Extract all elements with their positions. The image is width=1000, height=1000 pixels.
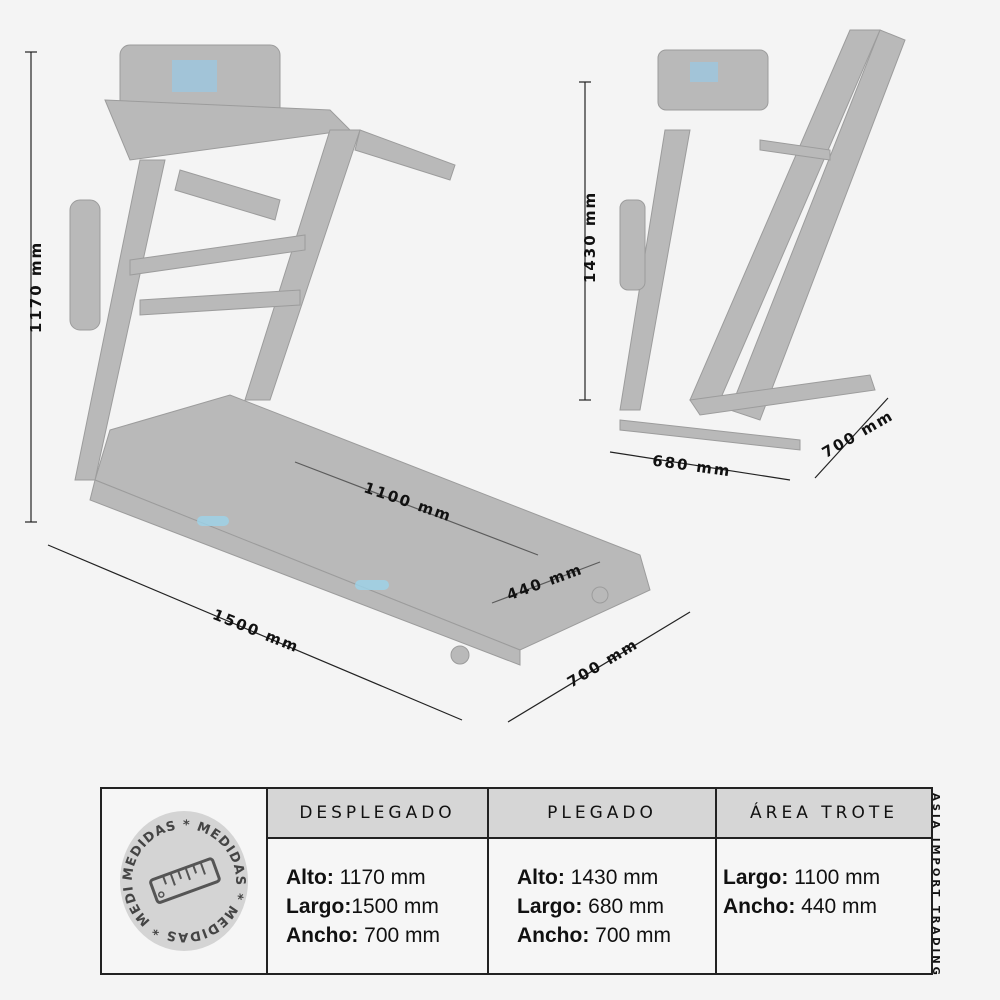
dimensions-table: MEDIDAS * MEDIDAS * MEDIDAS * MEDIDAS * … [100, 787, 933, 975]
label-folded-height: 1430 mm [581, 190, 600, 284]
dim-line-folded-width [814, 397, 889, 479]
treadmill-illustration [25, 29, 906, 723]
row-ancho: Ancho: 440 mm [723, 895, 878, 918]
row-ancho: Ancho: 700 mm [286, 924, 441, 947]
ruler-icon [149, 857, 221, 904]
label-unfolded-height: 1170 mm [27, 240, 46, 334]
column-area-trote: Largo: 1100 mm Ancho: 440 mm [715, 839, 931, 973]
row-largo: Largo: 1100 mm [723, 866, 881, 889]
header-area-trote: ÁREA TROTE [715, 789, 931, 839]
row-alto: Alto: 1170 mm [286, 866, 426, 889]
dim-line-folded-length [609, 451, 791, 481]
column-desplegado: Alto: 1170 mm Largo:1500 mm Ancho: 700 m… [266, 839, 487, 973]
column-plegado: Alto: 1430 mm Largo: 680 mm Ancho: 700 m… [487, 839, 715, 973]
row-alto: Alto: 1430 mm [517, 866, 659, 889]
row-largo: Largo: 680 mm [517, 895, 665, 918]
dim-line-length [47, 544, 463, 721]
treadmill-unfolded [69, 44, 651, 666]
treadmill-folded [619, 29, 906, 451]
header-desplegado: DESPLEGADO [266, 789, 487, 839]
dim-line-width [507, 611, 691, 723]
row-ancho: Ancho: 700 mm [517, 924, 672, 947]
medidas-badge: MEDIDAS * MEDIDAS * MEDIDAS * MEDIDAS * [102, 789, 266, 973]
row-largo: Largo:1500 mm [286, 895, 439, 918]
brand-text: ASIA IMPORT TRADING [930, 793, 941, 978]
header-plegado: PLEGADO [487, 789, 715, 839]
